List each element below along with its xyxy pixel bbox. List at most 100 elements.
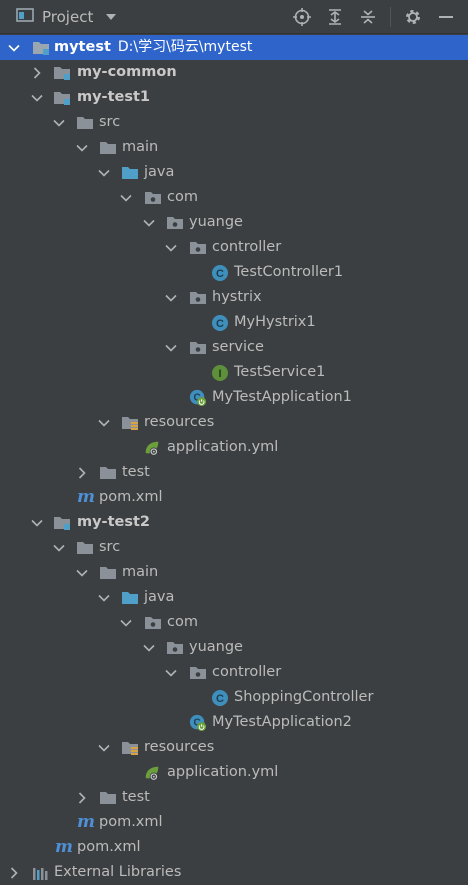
package-icon <box>189 289 207 306</box>
tree-node-label: TestController1 <box>234 264 344 280</box>
tree-node-root-pom-xml[interactable]: m pom.xml <box>0 835 468 860</box>
chevron-down-icon[interactable] <box>165 660 177 685</box>
chevron-down-icon[interactable] <box>165 335 177 360</box>
chevron-down-icon[interactable] <box>105 9 117 25</box>
tree-node-service[interactable]: service <box>0 335 468 360</box>
tree-node-test[interactable]: test <box>0 460 468 485</box>
tree-node-my-common[interactable]: my-common <box>0 60 468 85</box>
locate-icon[interactable] <box>291 6 313 28</box>
chevron-right-icon[interactable] <box>8 860 20 885</box>
module-folder-icon <box>32 39 50 56</box>
tree-node-java[interactable]: java <box>0 585 468 610</box>
project-toolbar: Project <box>0 0 468 34</box>
tree-node-external-libraries[interactable]: External Libraries <box>0 860 468 885</box>
tree-node-src[interactable]: src <box>0 535 468 560</box>
maven-icon: m <box>77 487 95 507</box>
tree-node-src[interactable]: src <box>0 110 468 135</box>
tree-node-label: main <box>122 564 159 580</box>
gear-icon[interactable] <box>402 6 424 28</box>
package-icon <box>189 239 207 256</box>
chevron-down-icon[interactable] <box>143 210 155 235</box>
chevron-down-icon[interactable] <box>53 535 65 560</box>
package-icon <box>189 664 207 681</box>
chevron-down-icon[interactable] <box>98 735 110 760</box>
package-icon <box>166 214 184 231</box>
tree-node-label: controller <box>212 239 282 255</box>
tree-node-yuange[interactable]: yuange <box>0 210 468 235</box>
chevron-down-icon[interactable] <box>165 235 177 260</box>
chevron-down-icon[interactable] <box>165 285 177 310</box>
tree-node-label: MyTestApplication1 <box>212 389 352 405</box>
expand-all-icon[interactable] <box>324 6 346 28</box>
tree-node-my-test2[interactable]: my-test2 <box>0 510 468 535</box>
chevron-down-icon[interactable] <box>120 185 132 210</box>
folder-icon <box>99 139 117 156</box>
spring-boot-class-icon: C <box>189 389 207 406</box>
tree-node-controller[interactable]: controller <box>0 660 468 685</box>
tree-node-resources[interactable]: resources <box>0 735 468 760</box>
tree-node-mytestapplication1[interactable]: C MyTestApplication1 <box>0 385 468 410</box>
chevron-right-icon[interactable] <box>31 60 43 85</box>
tree-node-mytestapplication2[interactable]: C MyTestApplication2 <box>0 710 468 735</box>
tree-node-hystrix[interactable]: hystrix <box>0 285 468 310</box>
hide-icon[interactable] <box>435 6 457 28</box>
interface-icon: I <box>211 364 229 381</box>
tree-node-resources[interactable]: resources <box>0 410 468 435</box>
chevron-down-icon[interactable] <box>53 110 65 135</box>
chevron-down-icon[interactable] <box>98 410 110 435</box>
chevron-down-icon[interactable] <box>31 85 43 110</box>
chevron-down-icon[interactable] <box>76 135 88 160</box>
tree-node-myhystrix1[interactable]: C MyHystrix1 <box>0 310 468 335</box>
tree-node-test[interactable]: test <box>0 785 468 810</box>
chevron-down-icon[interactable] <box>8 35 20 60</box>
spring-yml-icon <box>143 439 161 456</box>
chevron-right-icon[interactable] <box>76 460 88 485</box>
tree-node-testservice1[interactable]: I TestService1 <box>0 360 468 385</box>
project-view-selector[interactable]: Project <box>16 0 117 34</box>
tree-node-shoppingcontroller[interactable]: C ShoppingController <box>0 685 468 710</box>
resources-folder-icon <box>121 414 139 431</box>
tree-node-label: TestService1 <box>234 364 326 380</box>
tree-node-yuange[interactable]: yuange <box>0 635 468 660</box>
tree-node-main[interactable]: main <box>0 560 468 585</box>
source-folder-icon <box>121 589 139 606</box>
svg-text:C: C <box>194 717 201 728</box>
tree-node-com[interactable]: com <box>0 185 468 210</box>
tree-node-testcontroller1[interactable]: C TestController1 <box>0 260 468 285</box>
package-icon <box>189 339 207 356</box>
chevron-down-icon[interactable] <box>31 510 43 535</box>
tree-node-label: yuange <box>189 639 243 655</box>
chevron-down-icon[interactable] <box>98 585 110 610</box>
tree-node-label: resources <box>144 414 215 430</box>
class-icon: C <box>211 314 229 331</box>
folder-icon <box>76 114 94 131</box>
maven-icon: m <box>77 812 95 832</box>
tree-node-label: yuange <box>189 214 243 230</box>
tree-node-java[interactable]: java <box>0 160 468 185</box>
tree-node-my-test1[interactable]: my-test1 <box>0 85 468 110</box>
tree-node-application-yml[interactable]: application.yml <box>0 435 468 460</box>
module-folder-icon <box>53 514 71 531</box>
chevron-down-icon[interactable] <box>143 635 155 660</box>
svg-text:I: I <box>218 368 221 380</box>
tree-node-pom-xml[interactable]: m pom.xml <box>0 485 468 510</box>
chevron-down-icon[interactable] <box>120 610 132 635</box>
tree-node-label: com <box>167 189 198 205</box>
chevron-down-icon[interactable] <box>98 160 110 185</box>
project-view-title: Project <box>42 8 94 26</box>
svg-text:C: C <box>216 268 224 280</box>
chevron-down-icon[interactable] <box>76 560 88 585</box>
tree-node-label: MyTestApplication2 <box>212 714 352 730</box>
tree-node-application-yml[interactable]: application.yml <box>0 760 468 785</box>
tree-node-pom-xml[interactable]: m pom.xml <box>0 810 468 835</box>
tree-node-main[interactable]: main <box>0 135 468 160</box>
class-icon: C <box>211 264 229 281</box>
chevron-right-icon[interactable] <box>76 785 88 810</box>
tree-node-label: src <box>99 539 121 555</box>
tree-node-controller[interactable]: controller <box>0 235 468 260</box>
tree-node-label: test <box>122 789 150 805</box>
tree-node-label: MyHystrix1 <box>234 314 316 330</box>
tree-node-com[interactable]: com <box>0 610 468 635</box>
collapse-all-icon[interactable] <box>357 6 379 28</box>
